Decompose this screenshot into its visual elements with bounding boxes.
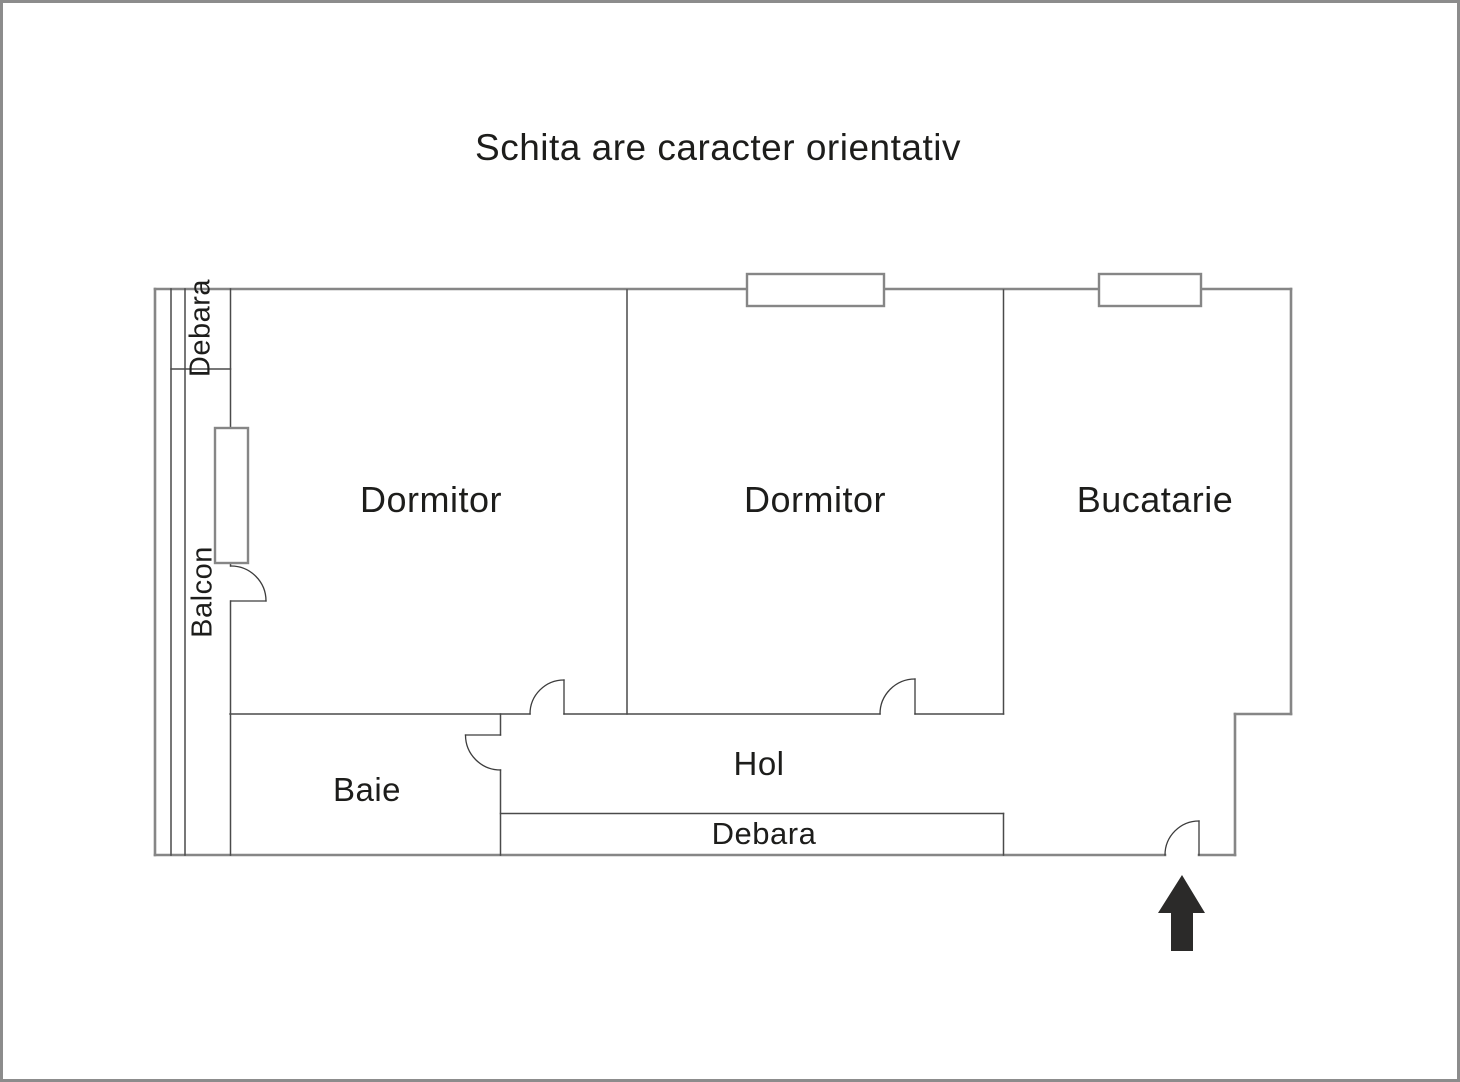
door-baie-icon [464, 734, 502, 771]
room-label-balcon: Balcon [186, 546, 219, 638]
door-dormitor2-icon [879, 678, 916, 715]
room-label-dormitor-2: Dormitor [743, 479, 887, 520]
door-entrance-icon [1164, 820, 1200, 856]
doors [230, 565, 1200, 856]
room-label-debara-hol: Debara [711, 816, 817, 851]
room-label-baie: Baie [332, 771, 402, 808]
room-label-hol: Hol [733, 745, 785, 782]
door-dormitor1-icon [529, 679, 565, 715]
entrance-arrow-icon [1158, 875, 1205, 951]
door-balcon-icon [230, 565, 267, 602]
window-dormitor2-icon [745, 272, 886, 308]
room-label-debara-balcon: Debara [184, 278, 217, 378]
room-label-bucatarie: Bucatarie [1076, 479, 1234, 520]
outer-walls [153, 287, 1293, 857]
room-label-dormitor-1: Dormitor [359, 479, 503, 520]
floor-plan-drawing [153, 272, 1293, 951]
inner-walls [170, 288, 1005, 856]
window-bucatarie-icon [1097, 272, 1203, 308]
page-title: Schita are caracter orientativ [475, 127, 961, 168]
window-dormitor1-icon [213, 426, 250, 565]
windows [213, 272, 1203, 565]
